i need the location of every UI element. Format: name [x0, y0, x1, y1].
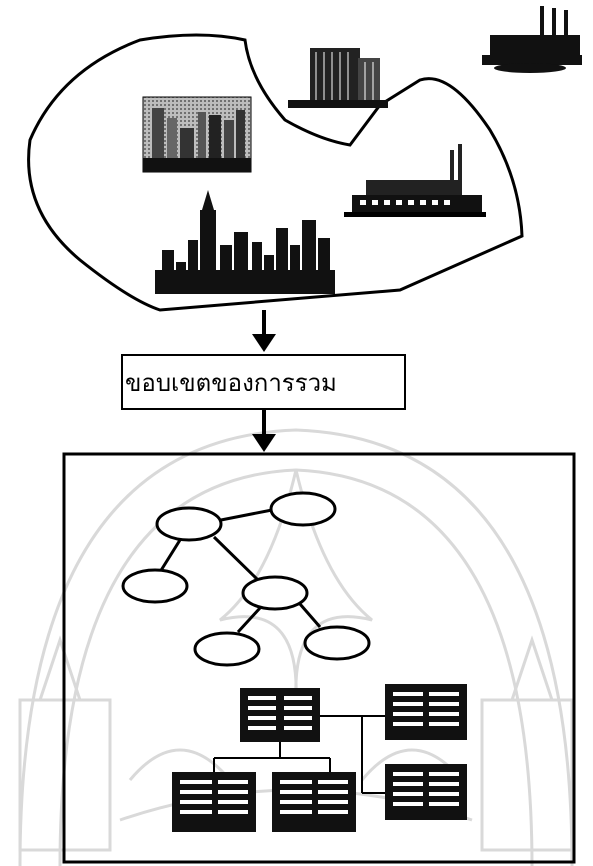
table-icon	[385, 764, 467, 820]
table-icon	[385, 684, 467, 740]
scope-label: ขอบเขตของการรวม	[125, 368, 337, 397]
entity-graph	[121, 491, 371, 667]
table-icon	[272, 772, 356, 832]
city-photo-icon	[142, 96, 252, 173]
entity-node	[193, 631, 261, 667]
scope-label-box: ขอบเขตของการรวม	[121, 354, 406, 410]
territory-outline	[27, 33, 524, 312]
entity-node	[269, 491, 337, 527]
entity-node	[241, 575, 309, 611]
factory-icon	[344, 144, 486, 217]
relational-table-tree	[213, 715, 385, 794]
arrow-to-scope	[252, 310, 276, 352]
table-icon	[172, 772, 256, 832]
entity-node	[155, 506, 223, 542]
model-box	[62, 452, 576, 864]
skyline-icon	[155, 190, 335, 294]
entity-node	[121, 568, 189, 604]
factory-smokestack-icon	[482, 6, 582, 73]
table-icon	[240, 688, 320, 742]
office-tower-icon	[288, 48, 388, 108]
arrow-to-model	[252, 410, 276, 452]
entity-node	[303, 625, 371, 661]
